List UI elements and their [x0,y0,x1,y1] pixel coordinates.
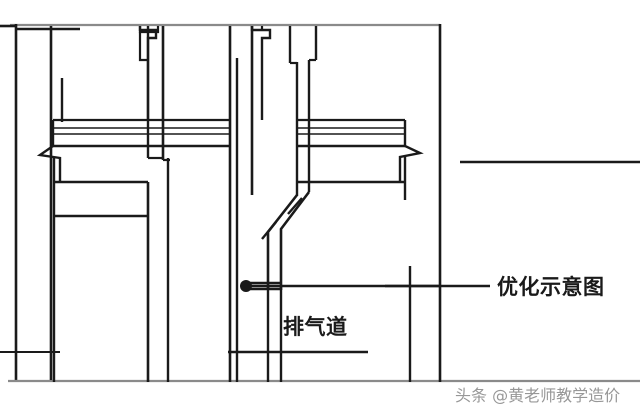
left-floor-slab [53,118,148,148]
connection-node-dot [240,280,252,292]
shaft-left-wall [228,26,239,382]
left-column-under-slab [52,158,150,382]
right-floor-slab [297,118,405,184]
watermark-text: 头条 @黄老师教学造价 [455,386,621,405]
left-outer-wall [0,24,18,382]
vent-duct-label: 排气道 [283,315,348,339]
optimized-diagram-label: 优化示意图 [497,275,605,299]
left-slab-break-symbol [36,120,62,182]
elbow-base-tie [246,281,281,291]
mid-floor-slab-bands [148,118,230,148]
vent-pipe [261,191,311,382]
right-slab-break-symbol [398,120,424,200]
center-right-notch [250,26,272,120]
center-wall-with-step [138,26,170,382]
